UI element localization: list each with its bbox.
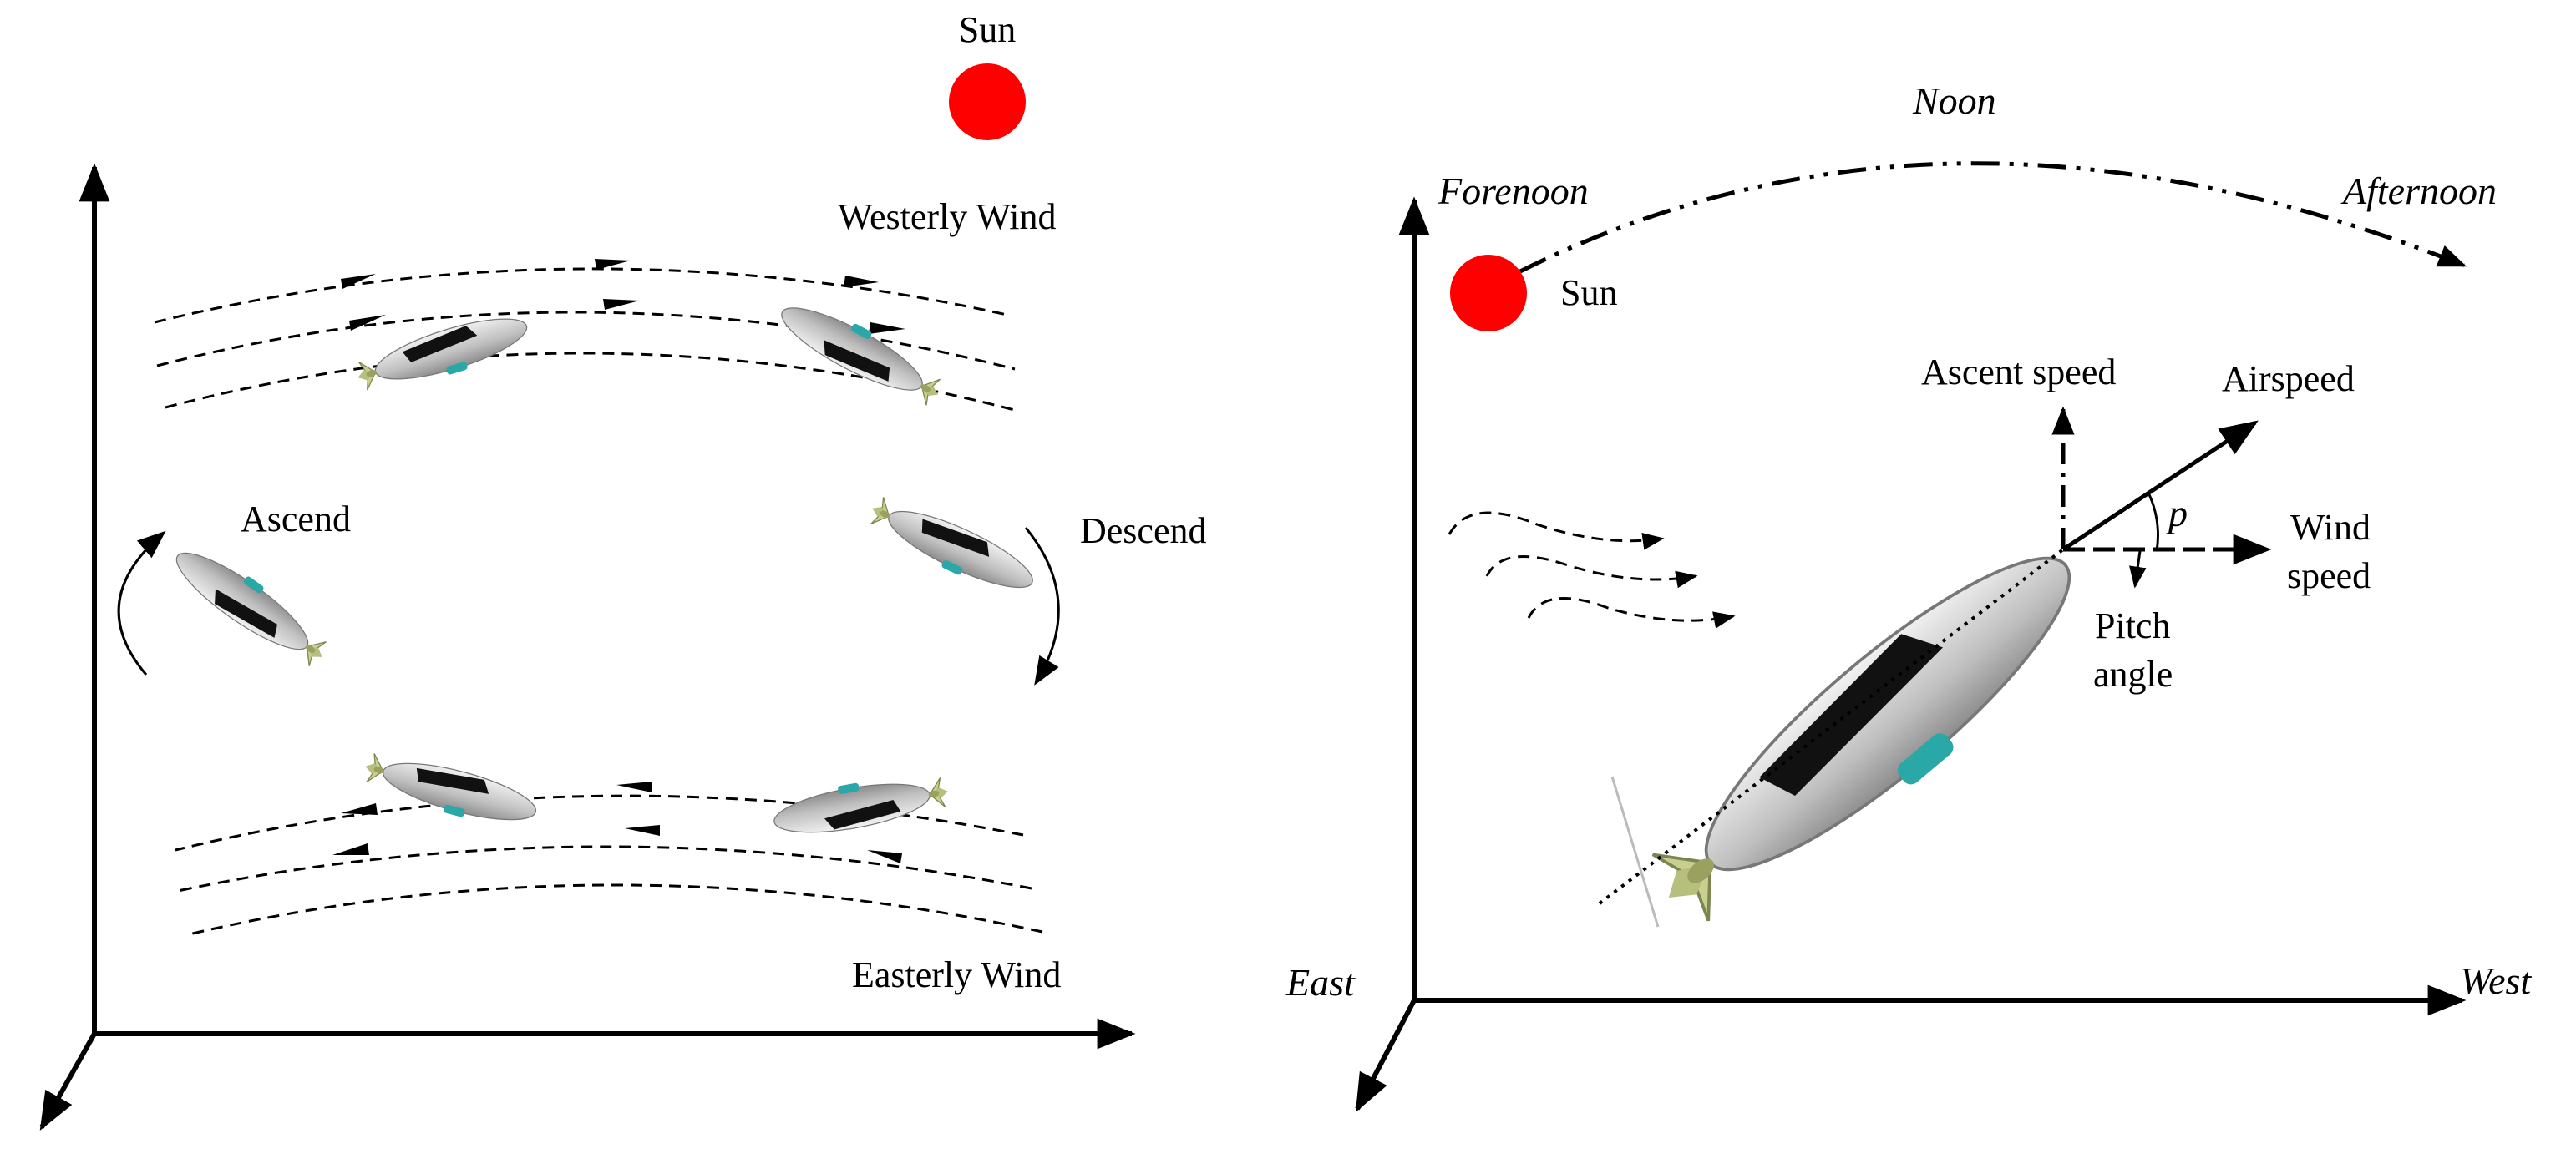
west-label: West <box>2460 959 2532 1002</box>
pitch-angle-arc <box>2147 492 2159 552</box>
right-depth-axis <box>1355 999 1417 1113</box>
sun-trajectory <box>1519 161 2467 274</box>
left-sun-label: Sun <box>959 9 1016 50</box>
wind-arrowhead <box>603 299 640 310</box>
airship-westerly-2 <box>772 290 951 413</box>
airship-ascending <box>165 535 337 675</box>
descend-arrow <box>1024 527 1060 686</box>
ascend-arrow <box>117 530 166 676</box>
wind-arrowhead <box>867 850 902 863</box>
wind-arrowhead <box>341 803 378 815</box>
wind-speed-label-line2: speed <box>2287 555 2371 596</box>
wind-arrowhead <box>341 274 376 289</box>
airship-large <box>1629 518 2113 954</box>
wind-arrowhead <box>616 782 652 792</box>
wind-arrowhead <box>869 322 905 334</box>
airship-easterly-2 <box>769 767 952 843</box>
forenoon-label: Forenoon <box>1438 170 1589 212</box>
wind-arrowhead <box>349 315 386 331</box>
airship-descending <box>861 489 1042 605</box>
airspeed-label: Airspeed <box>2222 358 2355 399</box>
pitch-angle-pointer <box>2129 550 2147 589</box>
wind-arrowhead <box>625 825 660 836</box>
wind-gusts <box>1448 511 1736 629</box>
noon-label: Noon <box>1912 79 1996 122</box>
easterly-wind-label: Easterly Wind <box>852 954 1061 995</box>
airship-easterly-1 <box>358 746 542 837</box>
wind-arrowhead <box>332 843 369 855</box>
right-panel: East West Forenoon Noon Afternoon Sun As… <box>1285 79 2532 1113</box>
pitch-symbol: p <box>2166 492 2188 534</box>
afternoon-label: Afternoon <box>2340 170 2497 212</box>
right-sun <box>1450 255 1527 331</box>
left-panel: Sun Westerly Wind Ascend Descend <box>39 9 1207 1131</box>
airship-westerly-1 <box>351 306 535 402</box>
pitch-angle-label-line1: Pitch <box>2095 605 2170 646</box>
pitch-angle-label-line2: angle <box>2093 654 2173 695</box>
left-depth-axis <box>39 1032 97 1131</box>
airspeed-arrow <box>2061 420 2259 552</box>
ascend-label: Ascend <box>241 498 351 539</box>
left-sun <box>949 63 1026 140</box>
right-sun-label: Sun <box>1560 272 1617 313</box>
wind-arrowhead <box>595 259 631 270</box>
westerly-wind-label: Westerly Wind <box>838 196 1057 237</box>
westerly-wind-streamlines <box>154 259 1018 412</box>
east-label: East <box>1285 961 1356 1004</box>
easterly-wind-streamlines <box>173 782 1043 937</box>
wind-arrowhead <box>844 276 879 287</box>
wind-speed-label-line1: Wind <box>2290 507 2371 548</box>
propeller-blur <box>1610 776 1660 928</box>
descend-label: Descend <box>1080 510 1207 551</box>
ascent-speed-label: Ascent speed <box>1921 352 2116 392</box>
